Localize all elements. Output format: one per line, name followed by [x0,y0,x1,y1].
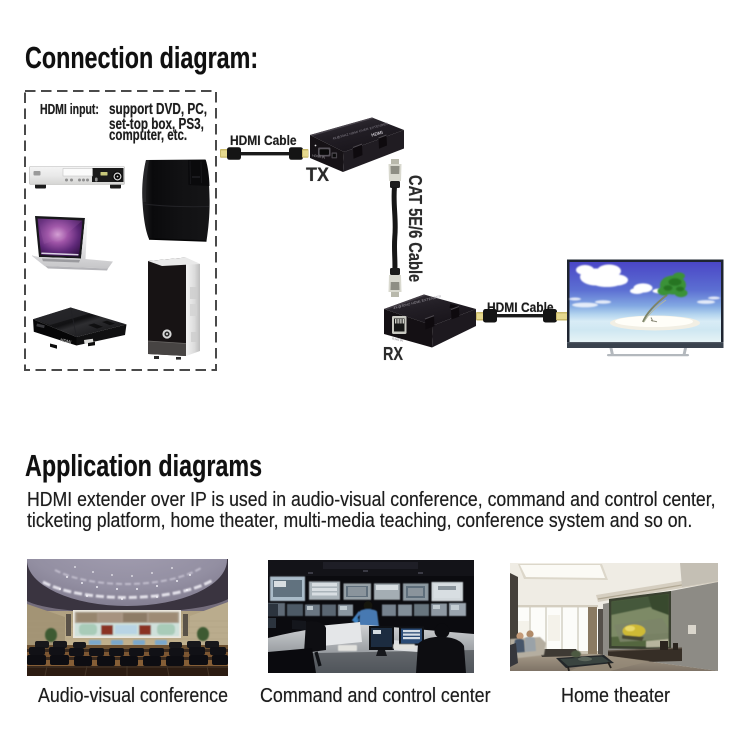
svg-text:HDMI: HDMI [371,130,384,138]
svg-text:RJ45 IN: RJ45 IN [392,337,403,343]
svg-text:HDMI IN: HDMI IN [312,154,326,160]
svg-text:HDMI: HDMI [60,337,72,345]
